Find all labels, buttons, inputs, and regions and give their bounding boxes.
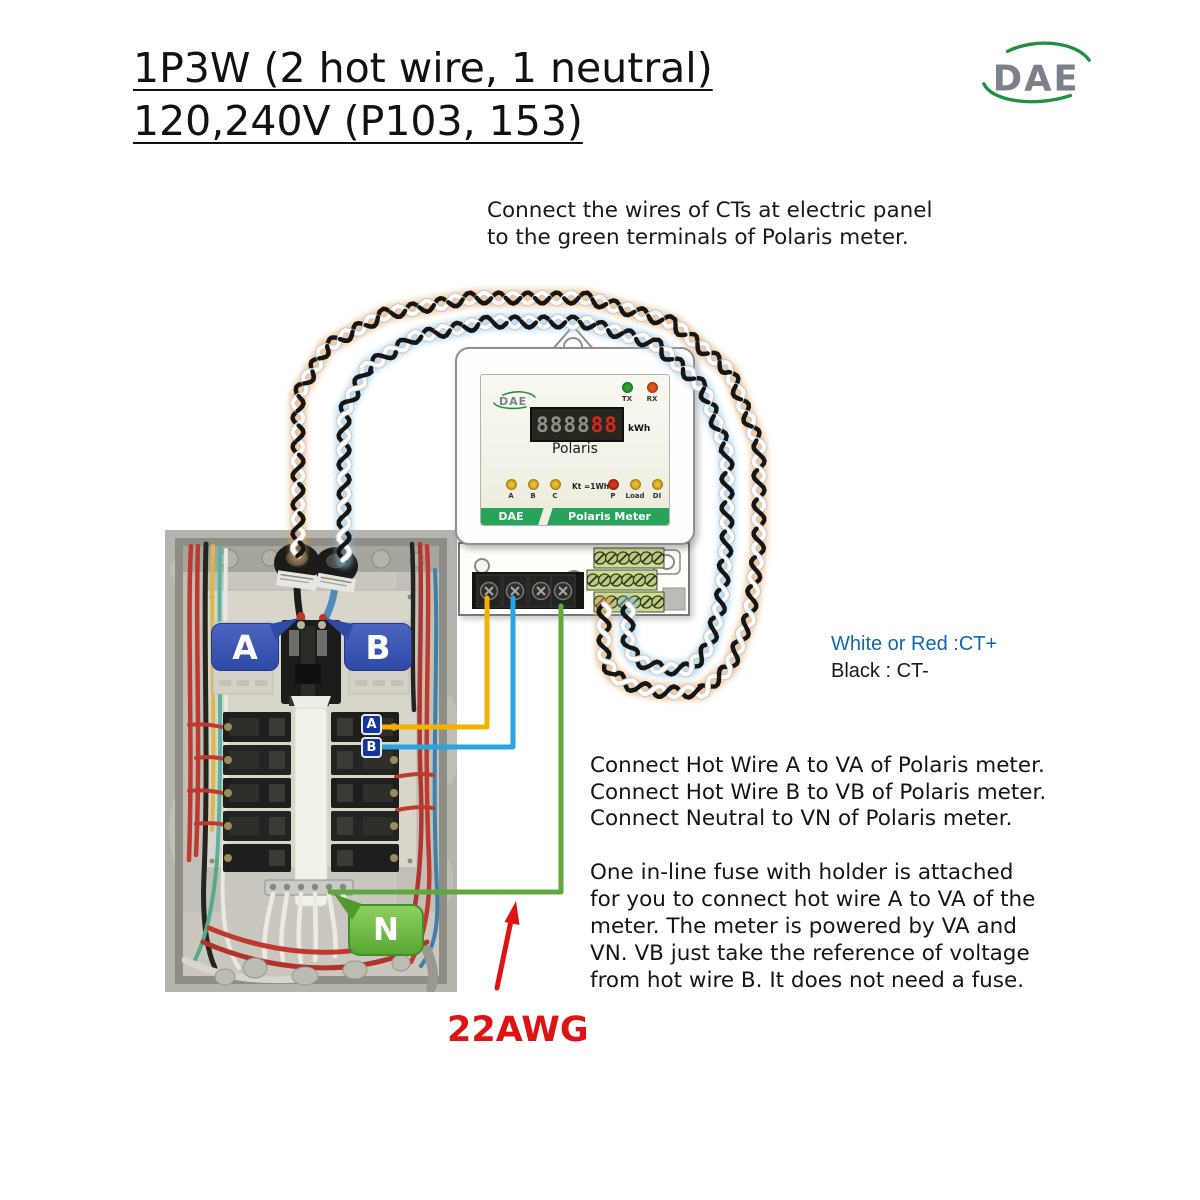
callout-b-tail bbox=[324, 618, 353, 640]
breaker-badge-a: A bbox=[361, 714, 382, 735]
ct-instruction: Connect the wires of CTs at electric pan… bbox=[487, 197, 932, 251]
voltage-connection-note: Connect Hot Wire A to VA of Polaris mete… bbox=[590, 753, 1047, 831]
logo-text: DAE bbox=[993, 59, 1080, 100]
ct-polarity-legend: White or Red :CT+ Black : CT- bbox=[831, 631, 997, 685]
di-led bbox=[651, 479, 663, 490]
current-transformer-right bbox=[314, 547, 358, 594]
neutral-callout: N bbox=[334, 894, 424, 956]
logo-swoosh-bottom bbox=[982, 82, 1073, 104]
load-led bbox=[629, 479, 641, 490]
current-transformer-left bbox=[274, 543, 320, 591]
rx-led bbox=[646, 382, 658, 393]
phase-c-led bbox=[549, 479, 561, 490]
pulse-led bbox=[607, 479, 619, 490]
title-line-2: 120,240V (P103, 153) bbox=[133, 97, 583, 145]
ct-instruction-line-1: Connect the wires of CTs at electric pan… bbox=[487, 198, 933, 223]
ct-instruction-line-2: to the green terminals of Polaris meter. bbox=[487, 225, 909, 250]
hot-wire-b-callout: B bbox=[324, 618, 412, 671]
kt-constant-label: Kt =1Wh bbox=[572, 482, 610, 491]
meter-led-row: A B C Kt =1Wh P Load DI bbox=[481, 477, 669, 503]
ct-minus-legend: Black : CT- bbox=[831, 660, 929, 682]
tx-led bbox=[621, 382, 633, 393]
logo-swoosh-top bbox=[1005, 41, 1091, 62]
ct-terminals bbox=[586, 547, 665, 613]
page-title: 1P3W (2 hot wire, 1 neutral) 120,240V (P… bbox=[133, 42, 713, 148]
fuse-note: One in-line fuse with holder is attached… bbox=[590, 860, 1036, 993]
phase-a-led bbox=[505, 479, 517, 490]
dae-logo: DAE bbox=[982, 41, 1091, 104]
floor-knockouts bbox=[214, 954, 411, 986]
display-lit-digits: 88 bbox=[590, 412, 618, 437]
meter-model-label: Polaris bbox=[552, 441, 598, 457]
meter-terminal-panel bbox=[458, 542, 690, 616]
ct-plus-legend: White or Red :CT+ bbox=[831, 633, 998, 655]
hot-wire-a-callout: A bbox=[211, 618, 299, 671]
voltage-terminals bbox=[472, 572, 584, 609]
callout-n-tail bbox=[334, 894, 362, 920]
phase-b-led bbox=[527, 479, 539, 490]
terminal-cover bbox=[662, 587, 686, 611]
breaker-badge-b: B bbox=[361, 737, 382, 758]
meter-footer-strip: DAE Polaris Meter bbox=[481, 508, 669, 525]
wire-channel bbox=[294, 707, 328, 907]
svg-text:DAE: DAE bbox=[499, 395, 527, 408]
wire-gauge-label: 22AWG bbox=[447, 1010, 589, 1050]
display-unlit-digits: 8888 bbox=[536, 412, 591, 437]
comm-leds: TX RX bbox=[619, 382, 660, 403]
callout-a-tail bbox=[270, 618, 299, 640]
title-line-1: 1P3W (2 hot wire, 1 neutral) bbox=[133, 44, 713, 92]
kwh-unit-label: kWh bbox=[628, 424, 651, 434]
